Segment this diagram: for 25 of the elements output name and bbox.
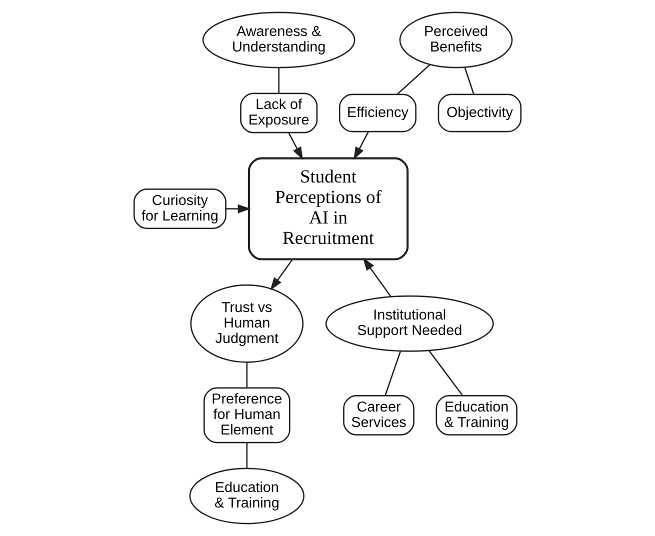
connector bbox=[464, 67, 474, 95]
node-ellipse: Perceived Benefits bbox=[399, 12, 513, 68]
node-box: Career Services bbox=[343, 395, 414, 436]
arrow bbox=[353, 131, 369, 160]
node-box: Education & Training bbox=[436, 395, 518, 436]
node-ellipse: Institutional Support Needed bbox=[325, 295, 494, 352]
node-box: Student Perceptions of AI in Recruitment bbox=[248, 157, 409, 260]
connector bbox=[278, 68, 280, 94]
node-box: Efficiency bbox=[338, 94, 416, 132]
arrow bbox=[270, 258, 294, 290]
node-box: Objectivity bbox=[438, 94, 522, 132]
connector bbox=[428, 350, 464, 396]
connector bbox=[246, 442, 248, 468]
arrow bbox=[288, 132, 304, 160]
node-box: Preference for Human Element bbox=[204, 387, 290, 444]
connector bbox=[396, 64, 430, 95]
connector bbox=[246, 362, 248, 388]
connector bbox=[384, 351, 401, 396]
node-box: Curiosity for Learning bbox=[133, 188, 226, 230]
node-box: Lack of Exposure bbox=[240, 92, 318, 134]
arrow bbox=[362, 258, 392, 297]
node-ellipse: Awareness & Understanding bbox=[202, 12, 356, 68]
node-ellipse: Education & Training bbox=[189, 468, 305, 524]
node-ellipse: Trust vs Human Judgment bbox=[190, 284, 304, 363]
arrow bbox=[226, 204, 251, 214]
